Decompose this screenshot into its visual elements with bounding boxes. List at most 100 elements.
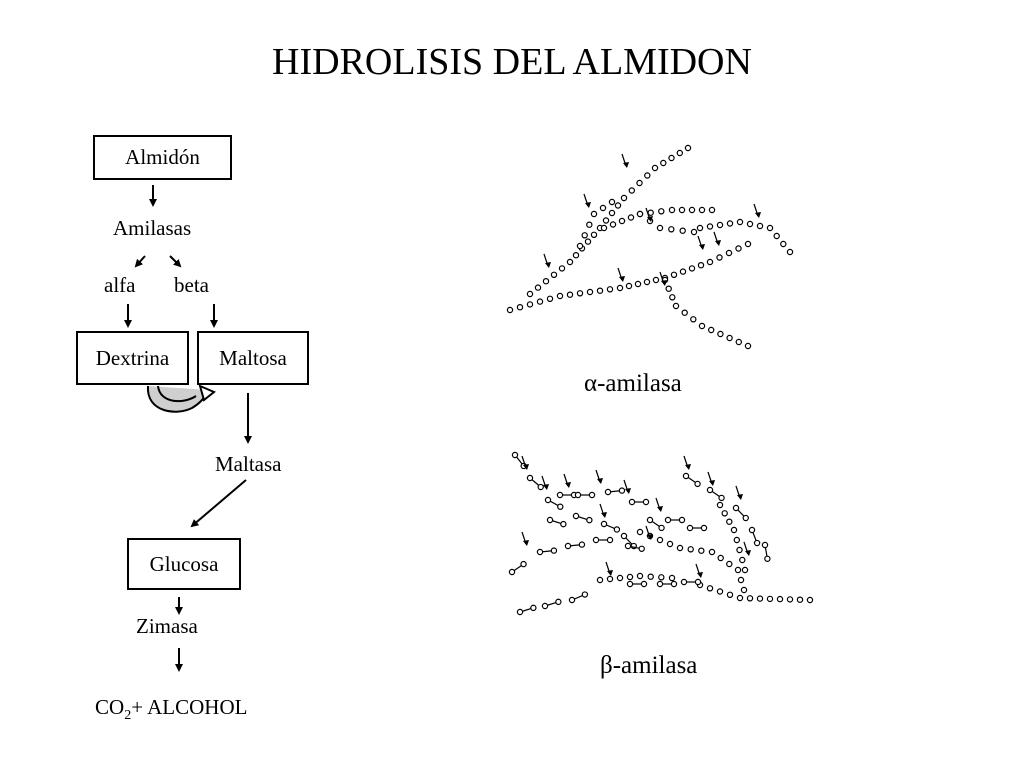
beta-chain-glucose-unit — [739, 556, 746, 564]
alpha-chain-glucose-unit — [726, 220, 734, 227]
beta-cut-arrow-icon — [607, 570, 613, 576]
beta-maltose-dimer — [638, 545, 645, 552]
alpha-chain-glucose-unit — [550, 271, 558, 278]
alpha-cut-arrow-icon — [545, 262, 551, 268]
alpha-chain-glucose-unit — [542, 278, 550, 285]
alpha-chain-glucose-unit — [672, 302, 680, 310]
beta-label: beta — [174, 273, 209, 297]
beta-chain-glucose-unit — [721, 510, 728, 517]
beta-maltose-dimer — [640, 580, 648, 588]
alpha-cut-arrow-icon — [755, 212, 761, 218]
alpha-chain-glucose-unit — [766, 224, 774, 232]
beta-maltose-dimer — [600, 520, 608, 528]
beta-maltose-dimer — [613, 526, 621, 533]
alpha-chain-glucose-unit — [684, 144, 692, 152]
alpha-chain-glucose-unit — [606, 286, 614, 293]
arrow-maltasa-glucosa — [190, 479, 247, 528]
alpha-chain-glucose-unit — [536, 298, 544, 305]
alpha-cut-arrow-icon — [647, 216, 653, 222]
beta-cut-arrow-icon — [697, 572, 703, 578]
zimasa-label: Zimasa — [136, 614, 198, 638]
alpha-chain-glucose-unit — [780, 240, 787, 248]
alpha-chain-glucose-unit — [556, 292, 564, 300]
beta-maltose-dimer — [764, 555, 771, 562]
beta-chain-glucose-unit — [717, 554, 724, 562]
beta-maltose-dimer — [546, 516, 554, 524]
beta-maltose-dimer — [586, 516, 593, 524]
beta-chain-glucose-unit — [606, 575, 614, 583]
beta-maltose-dimer — [682, 472, 690, 480]
alpha-chain-glucose-unit — [581, 232, 588, 239]
alpha-chain-glucose-unit — [786, 248, 794, 256]
beta-chain-glucose-unit — [726, 560, 733, 568]
beta-chain-glucose-unit — [636, 528, 644, 536]
alpha-chain-glucose-unit — [651, 164, 659, 172]
alpha-chain-glucose-unit — [608, 198, 616, 206]
beta-maltose-dimer — [686, 524, 694, 532]
alpha-chain-glucose-unit — [668, 154, 675, 162]
beta-maltose-dimer — [556, 491, 564, 499]
beta-chain-glucose-unit — [636, 572, 644, 580]
beta-chain-glucose-unit — [726, 591, 734, 599]
alpha-chain-glucose-unit — [717, 330, 724, 338]
beta-maltose-dimer — [664, 516, 672, 524]
alpha-chain-glucose-unit — [620, 194, 628, 202]
alpha-chain-glucose-unit — [586, 288, 594, 296]
beta-cut-arrow-icon — [601, 512, 607, 518]
alpha-chain-glucose-unit — [708, 326, 715, 334]
beta-amilasa-caption: β-amilasa — [600, 652, 698, 679]
beta-maltose-dimer — [753, 539, 761, 547]
maltosa-box: Maltosa — [197, 331, 309, 385]
alpha-chain-glucose-unit — [616, 284, 624, 292]
alpha-chain-glucose-unit — [566, 258, 574, 266]
alpha-chain-glucose-unit — [506, 306, 514, 314]
beta-chain-glucose-unit — [806, 596, 814, 604]
beta-chain-glucose-unit — [708, 548, 716, 556]
co2-subscript: 2 — [124, 708, 132, 724]
alpha-chain-glucose-unit — [608, 209, 616, 217]
beta-chain-glucose-unit — [736, 594, 744, 602]
alpha-chain-glucose-unit — [590, 231, 598, 238]
beta-chain-glucose-unit — [616, 574, 624, 582]
beta-chain-glucose-unit — [626, 573, 634, 581]
alpha-chain-glucose-unit — [644, 172, 651, 179]
alpha-chain-glucose-unit — [600, 224, 608, 232]
beta-maltose-dimer — [537, 483, 544, 491]
beta-chain-glucose-unit — [776, 595, 784, 603]
beta-maltose-dimer — [516, 608, 524, 616]
beta-maltose-dimer — [718, 494, 725, 502]
beta-maltose-dimer — [572, 512, 580, 520]
beta-maltose-dimer — [526, 474, 534, 482]
alpha-chain-glucose-unit — [735, 245, 742, 252]
beta-maltose-dimer — [761, 541, 769, 549]
alpha-chain-glucose-unit — [599, 204, 607, 212]
alpha-chain-glucose-unit — [614, 202, 622, 209]
alpha-chain-glucose-unit — [572, 251, 580, 259]
alpha-chain-glucose-unit — [625, 282, 633, 290]
maltasa-label: Maltasa — [215, 452, 282, 476]
beta-maltose-dimer — [606, 536, 614, 544]
beta-maltose-dimer — [588, 491, 596, 499]
alpha-chain-glucose-unit — [546, 295, 554, 302]
alpha-chain-glucose-unit — [668, 206, 676, 214]
beta-maltose-dimer — [541, 602, 549, 610]
alpha-chain-glucose-unit — [628, 187, 636, 194]
beta-maltose-dimer — [536, 548, 544, 556]
dextrina-box: Dextrina — [76, 331, 189, 385]
beta-cut-arrow-icon — [657, 506, 663, 512]
alpha-chain-glucose-unit — [744, 342, 752, 350]
beta-chain-glucose-unit — [596, 576, 604, 584]
alpha-chain-glucose-unit — [647, 209, 654, 216]
alpha-cut-arrow-icon — [661, 280, 667, 286]
alpha-chain-glucose-unit — [756, 222, 764, 230]
alcohol-text: + ALCOHOL — [131, 695, 248, 719]
alpha-chain-glucose-unit — [688, 206, 696, 214]
alpha-chain-glucose-unit — [726, 334, 733, 342]
alpha-chain-glucose-unit — [652, 276, 660, 284]
arrow-amilasas-beta — [169, 255, 182, 268]
beta-maltose-dimer — [658, 524, 665, 532]
alpha-chain-glucose-unit — [516, 304, 524, 311]
alpha-chain-glucose-unit — [679, 268, 687, 275]
beta-maltose-dimer — [694, 480, 701, 488]
